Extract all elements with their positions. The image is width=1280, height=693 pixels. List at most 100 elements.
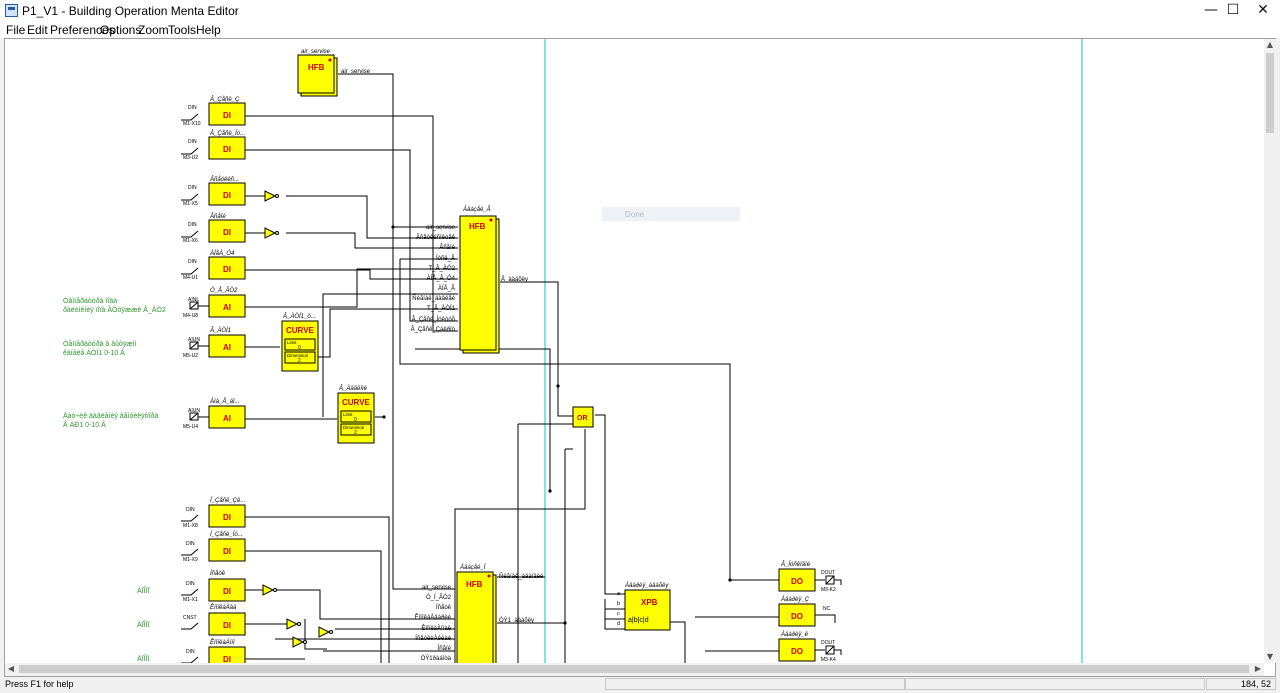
hfb-air-servise[interactable]: air_servise HFB air_servise [297, 49, 371, 97]
status-coords-pane: 184, 52 [1206, 678, 1276, 690]
di-block-2[interactable]: Â_Çåñë_Íó... DI DIN M3-U2 [181, 130, 246, 161]
di-block-4[interactable]: Âñåïé DI DIN M1-X6 [181, 213, 279, 244]
di-block-3[interactable]: Âñåóêéñ... DI DIN M1-X5 [181, 176, 279, 207]
di-type: DIN [186, 581, 195, 587]
xpb-pin: d [617, 621, 620, 627]
lower-di-4[interactable]: ÊíîïêàÀâà DI CNST [181, 603, 333, 648]
hfb-lower-label: HFB [466, 580, 483, 589]
di-block-1[interactable]: Â_Çåñë_Ç DI DIN M1-X10 [181, 96, 246, 127]
di-addr: M1-X8 [183, 523, 198, 529]
di-addr: M1-X1 [183, 597, 198, 603]
di-type: DIN [188, 259, 197, 265]
curve-limit: 0 [354, 417, 357, 423]
title-bar: P1_V1 - Building Operation Menta Editor … [0, 0, 1280, 22]
junctions [382, 225, 732, 625]
xpb-pin: a [617, 591, 621, 597]
di-label: DI [223, 228, 231, 237]
close-button[interactable]: ✕ [1257, 2, 1269, 18]
maximize-button[interactable]: ☐ [1226, 2, 1240, 18]
window-title: P1_V1 - Building Operation Menta Editor [22, 4, 239, 18]
menu-zoom[interactable]: Zoom [138, 23, 169, 37]
menu-options[interactable]: Options [100, 23, 142, 37]
scroll-right-icon[interactable]: ▶ [1254, 664, 1262, 673]
do-type: NC [823, 606, 831, 612]
ai-block-1[interactable]: Ó_Å_ÂÒ2 AI AINL M4-U8 [183, 287, 246, 319]
do-tag: Àâàðèÿ_Ç [780, 596, 810, 603]
ai-type: AIUN [188, 337, 200, 343]
xpb-block[interactable]: Àâàðèÿ_àäàõëy XPB a|b|c|d a b c d [617, 582, 671, 631]
comment-label: ÀÏÎÌÏ [137, 620, 150, 629]
comment-label: Òåìïåðàòóðà â âûòÿæíì [63, 339, 137, 348]
hfb-lower-pin: Íñåïé [438, 645, 452, 652]
hfb-main[interactable]: Àäáçåé_Â HFB Â_àäáõëy air_servise Âñåóêé… [411, 206, 528, 354]
di-tag: Í_Çåñë_Íó... [210, 531, 243, 538]
or-block[interactable]: OR [572, 406, 594, 428]
ai-label: AI [223, 414, 231, 423]
hfb-lower-out-mid: ÓÝ1_àäàõëy [499, 617, 534, 624]
ai-addr: M5-U4 [183, 424, 198, 430]
hfb-lower[interactable]: Àäáçåé_Í HFB Ñèãíàë_àäàïäèé ÓÝ1_àäàõëy a… [415, 564, 544, 663]
di-type: DIN [186, 649, 195, 655]
xpb-sub: a|b|c|d [628, 617, 649, 624]
xpb-pin: c [617, 611, 620, 617]
curve-block-2[interactable]: Â_Àääëîìé CURVE Limit 0 Dimension 2 [337, 385, 375, 444]
status-pane [605, 678, 905, 690]
di-tag: Íñåóê [210, 570, 226, 577]
di-addr: M1-X5 [183, 201, 198, 207]
do-block-2[interactable]: Àâàðèÿ_Ç DO NC [778, 596, 836, 627]
curve-label: CURVE [286, 326, 315, 335]
hfb-main-pin: Â_Çåñë_Çàêðîò [411, 326, 456, 333]
lower-di-2[interactable]: Í_Çåñë_Íó... DI DIN M1-X9 [181, 531, 246, 563]
curve-block-1[interactable]: Â_ÀÒÍ1_ö... CURVE Limit 0 Dimension 2 [281, 313, 319, 372]
hfb-main-pin: Âñåïé [439, 244, 455, 251]
menu-preferences[interactable]: Preferences [50, 23, 115, 37]
do-block-3[interactable]: Àâàðèÿ_ê DO DOUT M3-K4 [778, 631, 842, 663]
di-block-5[interactable]: ÀÍåÀ_Ó4 DI DIN M4-U1 [181, 250, 246, 281]
scroll-left-icon[interactable]: ◀ [7, 664, 15, 673]
scroll-down-icon[interactable]: ▼ [1266, 652, 1274, 661]
do-label: DO [791, 577, 803, 586]
hfb-main-pin: Íóñë_Â [436, 255, 455, 262]
hfb-lower-pin: ÊíîïêàÀâàðèé [415, 613, 452, 621]
hfb-main-pin: ÀÍÅ_Â_Ó4 [427, 275, 456, 282]
hfb-small-tag: air_servise [301, 49, 331, 55]
ai-block-2[interactable]: Â_ÀÒÍ1 AI AIUN M5-U2 [183, 327, 246, 359]
horizontal-scrollbar[interactable]: ◀ ▶ [5, 663, 1264, 676]
status-bar: Press F1 for help 184, 52 [0, 677, 1280, 693]
hfb-lower-pin: ÊíîïêàÀîìàë [421, 624, 451, 632]
green-comments: Òåìïåðàòóðà ïîäà ðàëóìèíèÿ ïîïà ÂÒóÿææê … [63, 296, 166, 663]
di-addr: M1-X10 [183, 121, 201, 127]
lower-di-5[interactable]: ÊíîïêàÀîìî DI DIN [181, 638, 246, 663]
lower-di-1[interactable]: Í_Çåñë_Çê... DI DIN M1-X8 [181, 497, 246, 529]
hfb-small-out: air_servise [341, 69, 371, 75]
hfb-main-pin: T_Â_ÀÒ2 [429, 265, 456, 272]
app-icon [5, 4, 18, 17]
di-tag: Â_Çåñë_Ç [209, 96, 240, 103]
xpb-tag: Àâàðèÿ_àäàõëy [624, 582, 669, 589]
horizontal-scroll-thumb[interactable] [19, 665, 1249, 673]
menu-tools[interactable]: Tools [168, 23, 197, 37]
menu-help[interactable]: Help [196, 23, 221, 37]
scroll-up-icon[interactable]: ▲ [1266, 40, 1274, 49]
vertical-scrollbar[interactable]: ▲ ▼ [1264, 39, 1276, 663]
done-label: Done [625, 210, 645, 219]
do-block-1[interactable]: Â_Íóñêîâîé DO DOUT M3-K2 [778, 561, 842, 593]
ai-block-3[interactable]: Àíà_Å_äî... AI AIUN M5-U4 [183, 398, 246, 430]
hfb-main-pin: T_Â_ÀÒÍ1 [427, 305, 456, 312]
di-tag: ÀÍåÀ_Ó4 [209, 250, 235, 257]
menu-edit[interactable]: Edit [27, 23, 48, 37]
do-addr: M3-K4 [821, 657, 836, 663]
vertical-scroll-thumb[interactable] [1266, 53, 1274, 133]
curve-tag: Â_ÀÒÍ1_ö... [282, 313, 316, 320]
di-label: DI [223, 655, 231, 663]
diagram-canvas[interactable]: Done [5, 39, 1264, 663]
di-label: DI [223, 621, 231, 630]
di-tag: Í_Çåñë_Çê... [210, 497, 245, 504]
hfb-main-pin: air_servise [426, 225, 456, 231]
do-type: DOUT [821, 570, 835, 576]
minimize-button[interactable]: — [1204, 2, 1218, 18]
menu-file[interactable]: File [6, 23, 26, 37]
lower-di-3[interactable]: Íñåóê DI DIN M1-X1 [181, 570, 277, 603]
hfb-lower-pin: ÓÝ1ðàáîòà [421, 655, 452, 662]
hfb-main-pin: Ñèãíàë_äàâëåé [412, 295, 455, 302]
